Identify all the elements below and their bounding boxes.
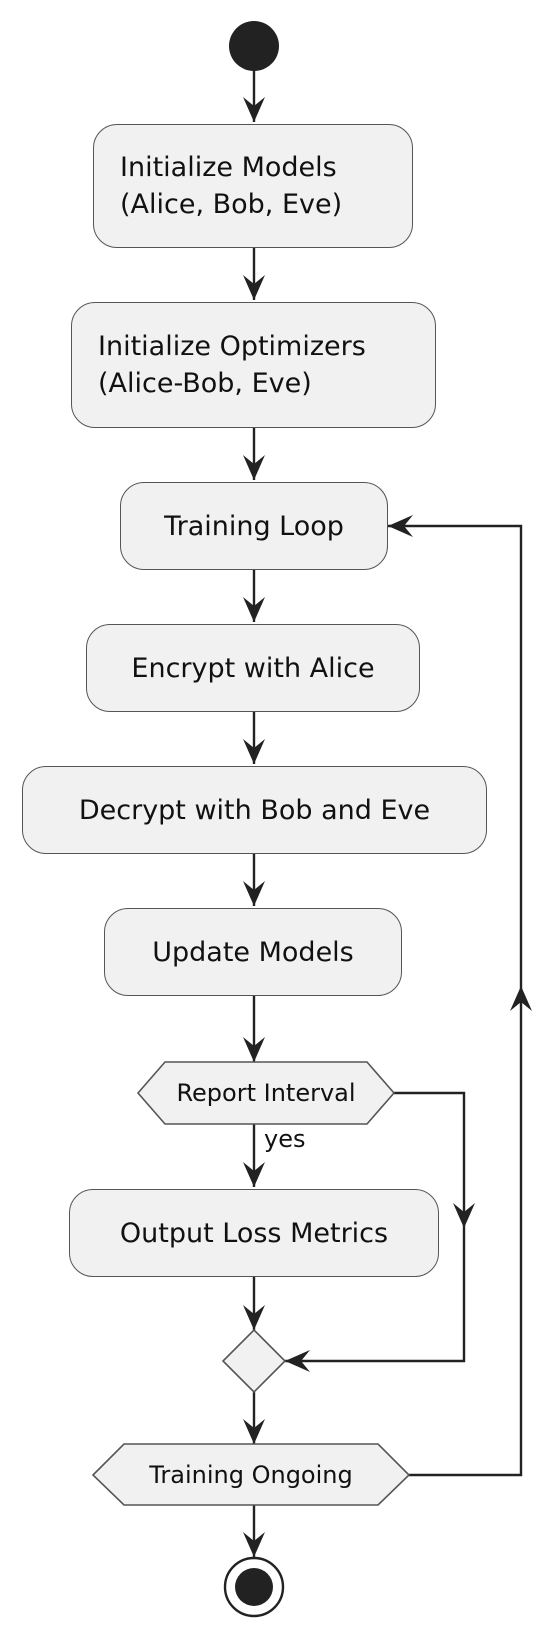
end-node-ring (223, 1556, 285, 1618)
yes-label: yes (264, 1125, 306, 1153)
output-loss-label: Output Loss Metrics (119, 1217, 389, 1249)
init-models-box: Initialize Models (Alice, Bob, Eve) (93, 124, 413, 248)
decrypt-label: Decrypt with Bob and Eve (78, 794, 431, 826)
start-node (229, 21, 279, 71)
report-interval-label: Report Interval (176, 1079, 356, 1107)
update-models-box: Update Models (104, 908, 402, 996)
init-models-line2: (Alice, Bob, Eve) (120, 189, 343, 220)
encrypt-box: Encrypt with Alice (86, 624, 420, 712)
training-ongoing-label: Training Ongoing (149, 1460, 353, 1489)
encrypt-label: Encrypt with Alice (131, 652, 375, 684)
decrypt-box: Decrypt with Bob and Eve (22, 766, 487, 854)
init-optimizers-line1: Initialize Optimizers (98, 331, 366, 362)
init-optimizers-line2: (Alice-Bob, Eve) (98, 368, 312, 399)
init-models-line1: Initialize Models (120, 152, 337, 183)
update-models-label: Update Models (152, 936, 354, 968)
training-ongoing-decision (91, 1443, 411, 1506)
end-node (235, 1568, 273, 1606)
output-loss-box: Output Loss Metrics (69, 1189, 439, 1277)
training-loop-box: Training Loop (120, 482, 388, 570)
merge-diamond (221, 1328, 287, 1394)
training-loop-label: Training Loop (164, 510, 344, 542)
report-interval-decision (136, 1061, 396, 1125)
init-optimizers-box: Initialize Optimizers (Alice-Bob, Eve) (71, 302, 436, 428)
